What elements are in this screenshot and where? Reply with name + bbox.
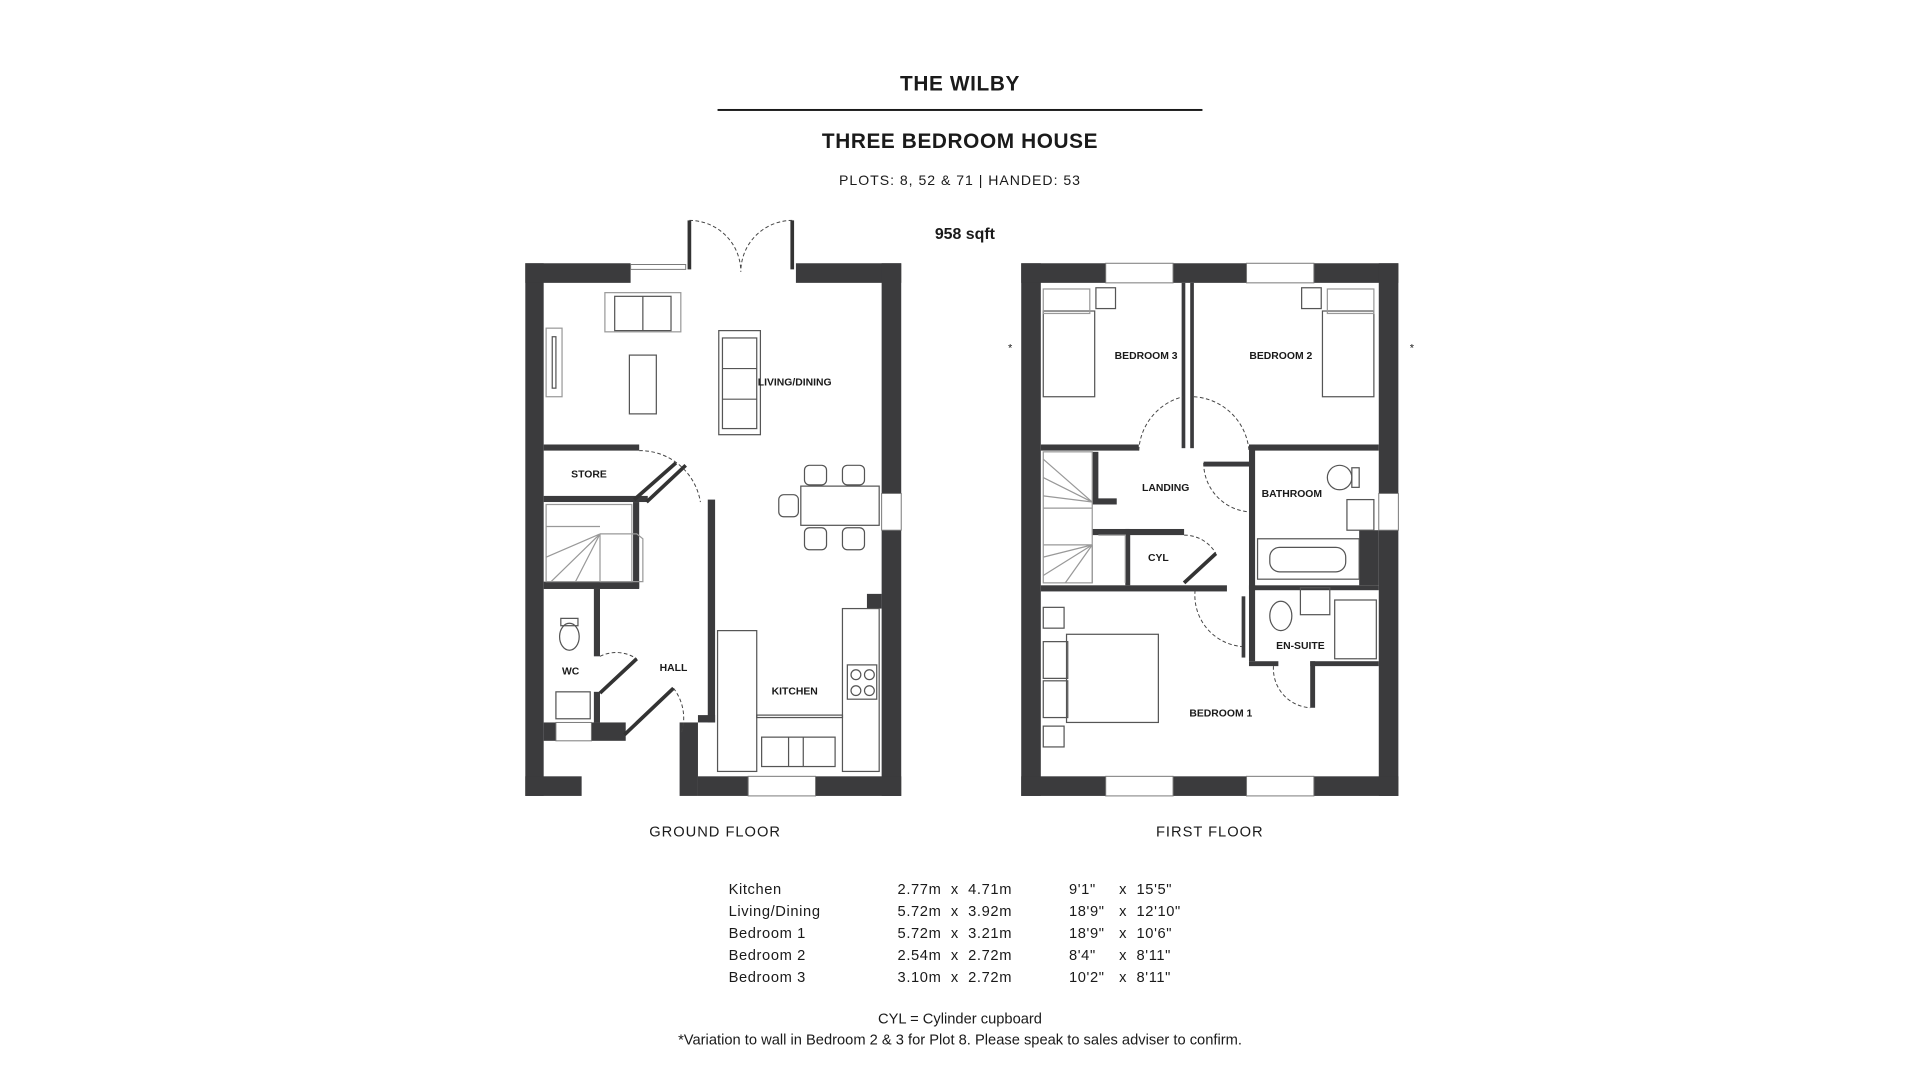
room-label-bathroom: BATHROOM [1262, 489, 1322, 500]
ground-floor-label: GROUND FLOOR [649, 824, 781, 840]
room-label-living-dining: LIVING/DINING [758, 378, 832, 389]
room-label-bedroom-3: BEDROOM 3 [1115, 351, 1178, 362]
room-label-bedroom-2: BEDROOM 2 [1249, 351, 1312, 362]
dimension-metric: 2.54m x 2.72m [898, 948, 1012, 964]
room-label-hall: HALL [660, 663, 688, 674]
ground-floor-plan: LIVING/DINING STORE WC HALL KITCHEN [525, 219, 902, 797]
dimension-row: Bedroom 2 2.54m x 2.72m 8'4" x 8'11" [729, 948, 1171, 964]
dimension-metric: 2.77m x 4.71m [898, 882, 1012, 898]
dimension-row: Living/Dining 5.72m x 3.92m 18'9" x 12'10" [729, 904, 1181, 920]
dimension-room: Bedroom 1 [729, 926, 806, 942]
dimension-metric: 5.72m x 3.21m [898, 926, 1012, 942]
dimension-metric: 5.72m x 3.92m [898, 904, 1012, 920]
variation-asterisk-right: * [1410, 342, 1415, 354]
first-floor-plan: BEDROOM 3 BEDROOM 2 LANDING BATHROOM CYL… [1008, 262, 1415, 797]
variation-note: *Variation to wall in Bedroom 2 & 3 for … [678, 1032, 1242, 1048]
room-label-bedroom-1: BEDROOM 1 [1189, 708, 1252, 719]
cyl-note: CYL = Cylinder cupboard [878, 1012, 1042, 1028]
plan-title: THE WILBY [900, 73, 1020, 96]
room-label-wc: WC [562, 667, 580, 678]
dimension-imp-h: x 15'5" [1119, 882, 1172, 898]
dimension-imp-h: x 10'6" [1119, 926, 1172, 942]
dimension-imp-w: 9'1" [1069, 882, 1096, 898]
variation-asterisk-left: * [1008, 342, 1013, 354]
room-label-landing: LANDING [1142, 483, 1189, 494]
dimension-imp-h: x 8'11" [1119, 948, 1171, 964]
area-label: 958 sqft [935, 226, 996, 243]
room-label-store: STORE [571, 470, 607, 481]
dimension-metric: 3.10m x 2.72m [898, 970, 1012, 986]
dimension-imp-h: x 12'10" [1119, 904, 1181, 920]
plots-info: PLOTS: 8, 52 & 71 | HANDED: 53 [839, 172, 1081, 188]
room-label-en-suite: EN-SUITE [1276, 641, 1325, 652]
dimension-imp-h: x 8'11" [1119, 970, 1171, 986]
dimensions-table: Kitchen 2.77m x 4.71m 9'1" x 15'5" Living/Di… [729, 882, 1181, 986]
dimension-imp-w: 10'2" [1069, 970, 1105, 986]
dimension-row: Bedroom 1 5.72m x 3.21m 18'9" x 10'6" [729, 926, 1172, 942]
dimension-row: Kitchen 2.77m x 4.71m 9'1" x 15'5" [729, 882, 1172, 898]
dimension-imp-w: 8'4" [1069, 948, 1096, 964]
dimension-room: Living/Dining [729, 904, 821, 920]
first-floor-label: FIRST FLOOR [1156, 824, 1264, 840]
room-label-cyl: CYL [1148, 553, 1169, 564]
dimension-room: Kitchen [729, 882, 782, 898]
dimension-imp-w: 18'9" [1069, 904, 1105, 920]
title-divider [717, 108, 1203, 111]
dimension-row: Bedroom 3 3.10m x 2.72m 10'2" x 8'11" [729, 970, 1171, 986]
dimension-room: Bedroom 3 [729, 970, 806, 986]
dimension-imp-w: 18'9" [1069, 926, 1105, 942]
plan-subtitle: THREE BEDROOM HOUSE [822, 130, 1098, 153]
dimension-room: Bedroom 2 [729, 948, 806, 964]
room-label-kitchen: KITCHEN [772, 686, 818, 697]
